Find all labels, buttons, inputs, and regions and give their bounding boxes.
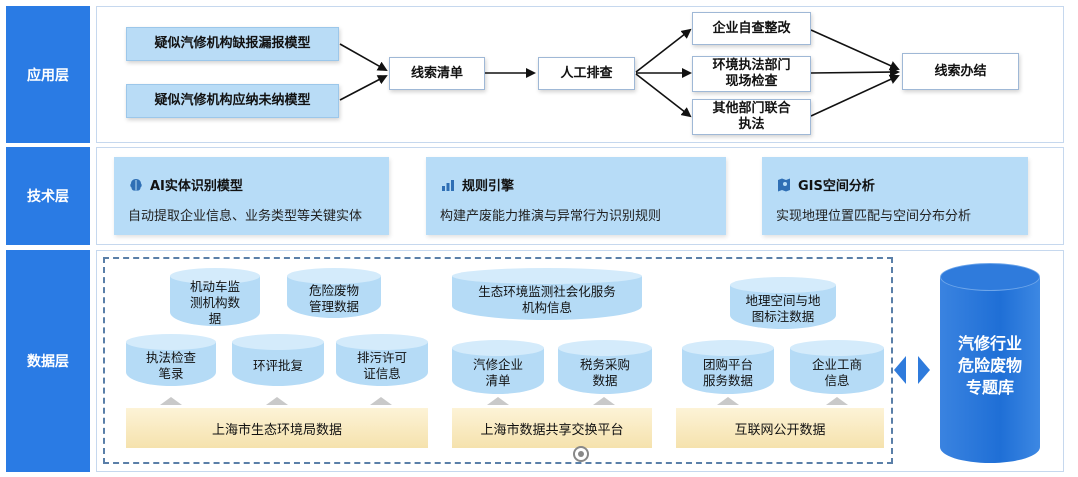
model-unregistered-box: 疑似汽修机构应纳未纳模型 — [126, 84, 339, 118]
db-group-l2: 服务数据 — [702, 373, 753, 388]
db-business-registry: 企业工商 信息 — [790, 340, 884, 394]
tech-desc-gis: 实现地理位置匹配与空间分布分析 — [776, 209, 972, 224]
model-underreport-box: 疑似汽修机构缺报漏报模型 — [126, 27, 339, 61]
db-eia-text: 环评批复 — [252, 358, 303, 373]
manual-check-box: 人工排查 — [538, 57, 635, 90]
other-dept-box: 其他部门联合 执法 — [692, 99, 811, 135]
tech-title-rules: 规则引擎 — [440, 175, 514, 194]
layer-label-app: 应用层 — [6, 6, 90, 143]
source-share-platform: 上海市数据共享交换平台 — [452, 408, 652, 448]
source-eco-bureau: 上海市生态环境局数据 — [126, 408, 428, 448]
db-hazwaste-l2: 管理数据 — [308, 299, 359, 314]
other-dept-line1: 其他部门联合 — [712, 101, 791, 116]
topic-db-l2: 危险废物 — [957, 356, 1022, 375]
db-enforcement-record: 执法检查 笔录 — [126, 334, 216, 386]
db-tax-l2: 数据 — [592, 373, 618, 388]
other-dept-line2: 执法 — [738, 117, 765, 132]
db-hazwaste-mgmt: 危险废物 管理数据 — [287, 268, 381, 318]
tech-title-rules-text: 规则引擎 — [462, 179, 515, 194]
db-group-l1: 团购平台 — [702, 357, 753, 372]
tech-desc-rules: 构建产废能力推演与异常行为识别规则 — [440, 209, 662, 224]
db-enforce-l2: 笔录 — [158, 366, 184, 381]
db-vehicle-station-l2: 测机构数 — [189, 295, 240, 310]
clue-done-box: 线索办结 — [902, 53, 1019, 90]
env-dept-box: 环境执法部门 现场检查 — [692, 56, 811, 92]
db-group-buying: 团购平台 服务数据 — [682, 340, 774, 394]
db-tax-procurement: 税务采购 数据 — [558, 340, 652, 394]
db-geo-spatial: 地理空间与地 图标注数据 — [730, 277, 836, 329]
tech-title-gis: GIS空间分析 — [776, 175, 875, 194]
tech-title-ai-text: AI实体识别模型 — [150, 179, 243, 194]
db-permit-l1: 排污许可 — [356, 350, 407, 365]
db-eco-service-l1: 生态环境监测社会化服务 — [478, 284, 616, 299]
data-sources-dashed-region — [103, 257, 893, 464]
db-permit-l2: 证信息 — [363, 366, 401, 381]
db-eia-approval: 环评批复 — [232, 334, 324, 386]
up-arrow — [266, 397, 288, 405]
topic-database: 汽修行业 危险废物 专题库 — [940, 263, 1040, 463]
self-rectify-box: 企业自查整改 — [692, 12, 811, 45]
db-vehicle-station-l3: 据 — [208, 311, 222, 326]
up-arrow — [593, 397, 615, 405]
up-arrow — [717, 397, 739, 405]
db-auto-list-l2: 清单 — [485, 373, 511, 388]
db-discharge-permit: 排污许可 证信息 — [336, 334, 428, 386]
layer-label-tech: 技术层 — [6, 147, 90, 245]
env-dept-line2: 现场检查 — [725, 74, 778, 89]
rules-chart-icon — [442, 179, 454, 191]
tech-title-ai: AI实体识别模型 — [128, 175, 243, 194]
db-vehicle-station-l1: 机动车监 — [189, 279, 240, 294]
clue-list-box: 线索清单 — [389, 57, 485, 90]
tech-card-rules: 规则引擎 构建产废能力推演与异常行为识别规则 — [426, 157, 726, 235]
db-eco-monitoring-service: 生态环境监测社会化服务 机构信息 — [452, 268, 642, 320]
db-eco-service-l2: 机构信息 — [521, 300, 572, 315]
db-vehicle-station: 机动车监 测机构数 据 — [170, 268, 260, 326]
db-enforce-l1: 执法检查 — [145, 350, 196, 365]
db-biz-l2: 信息 — [824, 373, 850, 388]
up-arrow — [370, 397, 392, 405]
map-pin-icon — [778, 178, 790, 191]
layer-label-data: 数据层 — [6, 250, 90, 472]
link-connector-icon — [573, 446, 589, 462]
brain-icon — [130, 178, 142, 191]
topic-db-l1: 汽修行业 — [957, 334, 1022, 353]
env-dept-line1: 环境执法部门 — [712, 58, 791, 73]
topic-db-l3: 专题库 — [965, 378, 1014, 397]
up-arrow — [160, 397, 182, 405]
tech-desc-ai: 自动提取企业信息、业务类型等关键实体 — [128, 209, 363, 224]
tech-card-ai: AI实体识别模型 自动提取企业信息、业务类型等关键实体 — [114, 157, 389, 235]
db-geo-l1: 地理空间与地 — [745, 293, 821, 308]
db-hazwaste-l1: 危险废物 — [308, 283, 359, 298]
db-auto-repair-list: 汽修企业 清单 — [452, 340, 544, 394]
db-auto-list-l1: 汽修企业 — [472, 357, 523, 372]
bidirectional-arrow-icon — [894, 356, 930, 384]
up-arrow — [826, 397, 848, 405]
db-geo-l2: 图标注数据 — [751, 309, 815, 324]
tech-card-gis: GIS空间分析 实现地理位置匹配与空间分布分析 — [762, 157, 1028, 235]
tech-title-gis-text: GIS空间分析 — [798, 179, 875, 194]
up-arrow — [487, 397, 509, 405]
db-tax-l1: 税务采购 — [579, 357, 630, 372]
source-internet: 互联网公开数据 — [676, 408, 884, 448]
db-biz-l1: 企业工商 — [811, 357, 862, 372]
